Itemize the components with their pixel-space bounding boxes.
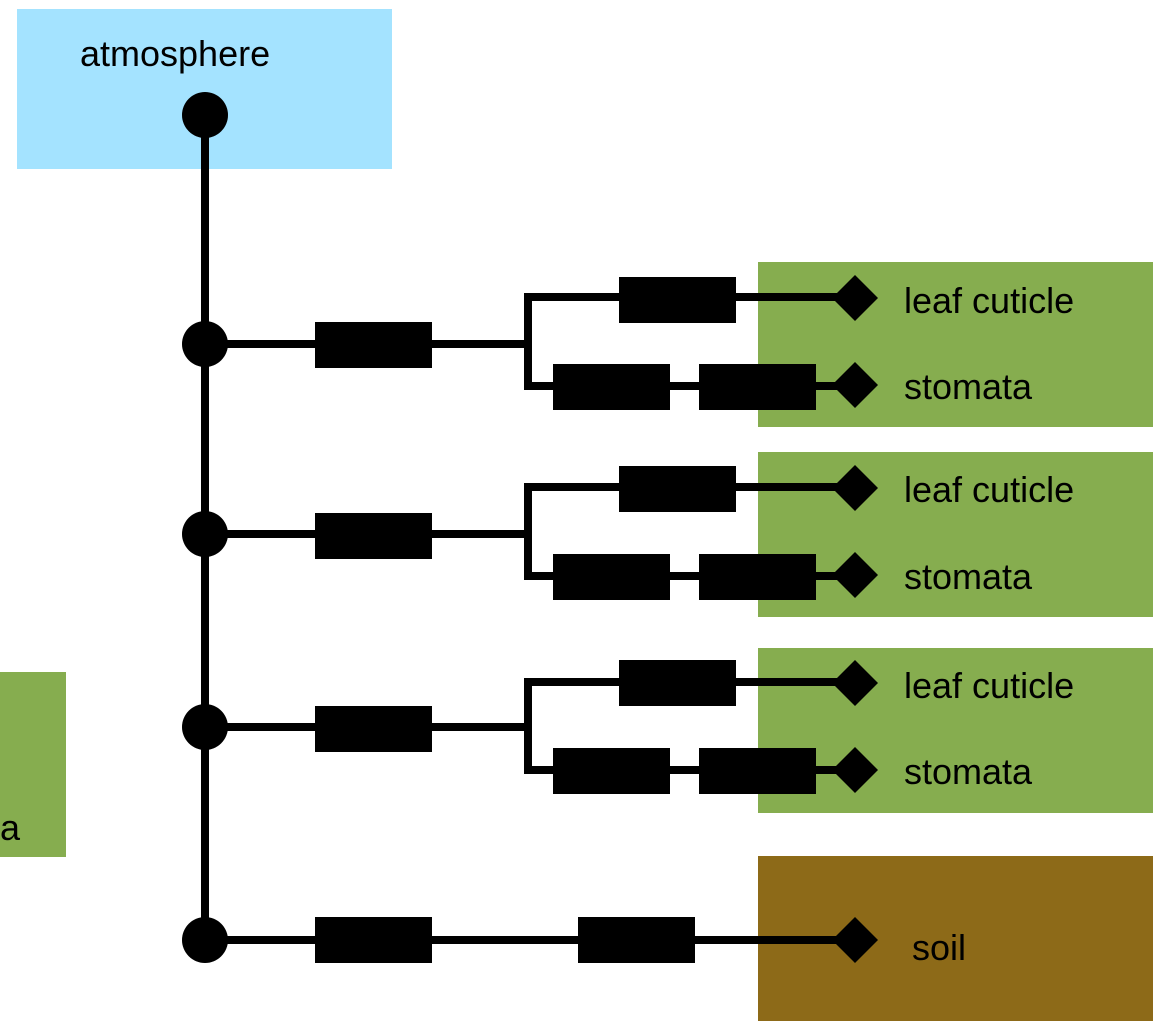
atmosphere-label: atmosphere: [80, 33, 271, 74]
junction-node-soil: [182, 917, 228, 963]
resistor: [699, 364, 816, 410]
junction-node-1: [182, 321, 228, 367]
resistor: [315, 917, 432, 963]
resistor: [553, 364, 670, 410]
diamond-icon: [832, 917, 878, 963]
resistor: [553, 748, 670, 794]
stomata-label-3: stomata: [904, 751, 1033, 792]
resistor: [619, 660, 736, 706]
leaf-layer-box-3: [758, 648, 1153, 813]
cuticle-wire-3: [524, 678, 855, 727]
resistor: [315, 706, 432, 752]
diamond-icon: [832, 362, 878, 408]
resistor: [699, 554, 816, 600]
cuticle-wire-1: [524, 293, 855, 344]
partial-label: a: [0, 807, 21, 848]
leaf-layer-box-1: [758, 262, 1153, 427]
resistors: [315, 277, 816, 963]
terminal-diamonds: [832, 275, 878, 963]
diamond-icon: [832, 552, 878, 598]
leaf-layer-box-partial: [0, 672, 66, 857]
diamond-icon: [832, 747, 878, 793]
junction-node-3: [182, 704, 228, 750]
connector-wires: [201, 115, 855, 944]
soil-label: soil: [912, 927, 967, 968]
diamond-icon: [832, 465, 878, 511]
resistor: [619, 466, 736, 512]
junction-nodes: [182, 92, 228, 963]
leaf-layer-box-2: [758, 452, 1153, 617]
resistor: [578, 917, 695, 963]
resistor: [699, 748, 816, 794]
leaf-cuticle-label-3: leaf cuticle: [904, 665, 1075, 706]
diamond-icon: [832, 275, 878, 321]
stomata-label-2: stomata: [904, 556, 1033, 597]
cuticle-wire-2: [524, 483, 855, 534]
resistor: [315, 513, 432, 559]
leaf-cuticle-label-1: leaf cuticle: [904, 280, 1075, 321]
diamond-icon: [832, 660, 878, 706]
stomata-label-1: stomata: [904, 366, 1033, 407]
resistor: [619, 277, 736, 323]
resistor: [553, 554, 670, 600]
atmosphere-node: [182, 92, 228, 138]
resistor: [315, 322, 432, 368]
leaf-cuticle-label-2: leaf cuticle: [904, 469, 1075, 510]
junction-node-2: [182, 511, 228, 557]
